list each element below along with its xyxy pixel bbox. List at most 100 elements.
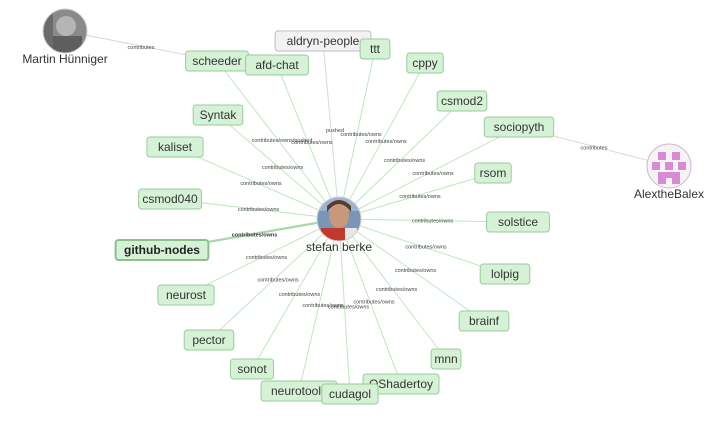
repo-label: mnn — [434, 352, 457, 366]
person-node-alex[interactable]: AlextheBalex — [634, 143, 704, 201]
repo-node-brainf[interactable]: brainf — [458, 310, 510, 332]
repo-box — [138, 188, 202, 210]
repo-node-lolpig[interactable]: lolpig — [479, 263, 531, 285]
repo-label: solstice — [498, 215, 538, 229]
edge-label-kaliset: contributes/owns — [240, 181, 282, 187]
repo-node-cppy[interactable]: cppy — [406, 52, 444, 74]
repo-node-sociopyth[interactable]: sociopyth — [483, 116, 555, 138]
edge-label-csmod2: contributes/owns — [384, 158, 426, 164]
repo-node-pector[interactable]: pector — [183, 329, 235, 351]
repo-box — [192, 104, 244, 126]
repo-node-neurotools[interactable]: neurotools — [260, 380, 338, 402]
edge-sonot — [251, 218, 340, 370]
repo-node-csmod2[interactable]: csmod2 — [436, 90, 488, 112]
edge-pector — [208, 218, 340, 341]
edges-layer — [64, 30, 670, 395]
repo-node-solstice[interactable]: solstice — [486, 211, 550, 233]
edge-label-brainf: contributes/owns — [395, 268, 437, 274]
edge-neurost — [185, 218, 340, 296]
edge-label-neurotools: contributes/owns — [302, 303, 344, 309]
repo-label: cppy — [412, 56, 437, 70]
repo-label: brainf — [469, 314, 500, 328]
repo-node-csmod040[interactable]: csmod040 — [138, 188, 202, 210]
repo-box — [245, 54, 309, 76]
repo-box — [406, 52, 444, 74]
repo-node-scheeder[interactable]: scheeder — [185, 50, 249, 72]
repo-node-ttt[interactable]: ttt — [359, 38, 391, 60]
edge-label-scheeder: contributes/owns/pushed — [252, 138, 313, 144]
repo-label: sociopyth — [494, 120, 545, 134]
edge-label-syntak: contributes/owns — [262, 165, 304, 171]
repo-node-oshadertoy[interactable]: OShadertoy — [362, 373, 440, 395]
edge-lolpig — [338, 218, 506, 275]
repo-label: lolpig — [491, 267, 519, 281]
repo-label: Syntak — [200, 108, 238, 122]
repo-box — [436, 90, 488, 112]
edge-label-aldryn-people: pushed — [326, 128, 344, 134]
repo-nodes-layer: aldryn-people ttt scheeder afd-chat cppy csmo… — [114, 30, 555, 405]
repo-label: ttt — [370, 42, 381, 56]
edge-brainf — [338, 218, 485, 322]
repo-box — [359, 38, 391, 60]
repo-node-neurost[interactable]: neurost — [157, 284, 215, 306]
edge-label-ttt: contributes/owns — [340, 132, 382, 138]
repo-box — [430, 348, 462, 370]
repo-box — [114, 239, 210, 261]
repo-box — [146, 136, 204, 158]
center-person-name: stefan berke — [306, 240, 372, 254]
repo-node-aldryn-people[interactable]: aldryn-people — [274, 30, 372, 52]
person-node-martin[interactable]: Martin Hünniger — [22, 8, 108, 66]
edge-label-sonot: contributes/owns — [279, 292, 321, 298]
edge-sociopyth — [338, 126, 520, 220]
edge-label-afd-chat: contributes/owns — [291, 140, 333, 146]
repo-box — [321, 383, 379, 405]
repo-label: scheeder — [192, 54, 241, 68]
edge-cudagol — [338, 218, 351, 395]
edge-oshadertoy — [338, 218, 402, 385]
repo-label: aldryn-people — [287, 34, 360, 48]
repo-node-mnn[interactable]: mnn — [430, 348, 462, 370]
avatar — [43, 9, 87, 53]
repo-node-github-nodes[interactable]: github-nodes — [114, 239, 210, 261]
repo-label: cudagol — [329, 387, 371, 401]
edge-kaliset — [174, 146, 340, 220]
edge-scheeder — [216, 60, 340, 220]
edge-labels-layer: pushedcontributes/ownscontributes/owns/p… — [128, 45, 608, 311]
repo-box — [157, 284, 215, 306]
edge-label-solstice: contributes/owns — [412, 219, 454, 225]
repo-node-afd-chat[interactable]: afd-chat — [245, 54, 309, 76]
repo-node-kaliset[interactable]: kaliset — [146, 136, 204, 158]
repo-label: csmod2 — [441, 94, 483, 108]
edge-label-sociopyth: contributes/owns — [412, 171, 454, 177]
edge-label-mnn: contributes/owns — [376, 287, 418, 293]
repo-node-cudagol[interactable]: cudagol — [321, 383, 379, 405]
person-name-martin: Martin Hünniger — [22, 52, 107, 66]
repo-label: neurotools — [271, 384, 327, 398]
edge-neurotools — [298, 218, 340, 392]
repo-label: neurost — [166, 288, 207, 302]
repo-node-syntak[interactable]: Syntak — [192, 104, 244, 126]
edge-afd-chat — [276, 64, 340, 220]
avatar — [317, 197, 361, 241]
edge-csmod2 — [338, 100, 463, 220]
edge-label-csmod040: contributes/owns — [238, 207, 280, 213]
person-name-alex: AlextheBalex — [634, 187, 704, 201]
edge-aldryn-people — [322, 40, 340, 220]
person-node-center[interactable]: stefan berke — [306, 196, 372, 254]
repo-label: pector — [192, 333, 225, 347]
repo-box — [483, 116, 555, 138]
repo-node-sonot[interactable]: sonot — [230, 358, 274, 380]
edge-label-martin: contributes — [128, 45, 155, 51]
repo-node-rsom[interactable]: rsom — [474, 162, 512, 184]
edge-label-lolpig: contributes/owns — [405, 245, 447, 251]
repo-label: rsom — [480, 166, 507, 180]
edge-label-cudagol: contributes/owns — [328, 305, 370, 311]
repo-label: OShadertoy — [369, 377, 433, 391]
edge-syntak — [217, 114, 340, 220]
edge-label-alex: contributes — [581, 146, 608, 152]
edge-cppy — [338, 62, 426, 220]
edge-label-cppy: contributes/owns — [365, 139, 407, 145]
edge-rsom — [338, 172, 494, 220]
repo-box — [458, 310, 510, 332]
edge-label-rsom: contributes/owns — [399, 194, 441, 200]
